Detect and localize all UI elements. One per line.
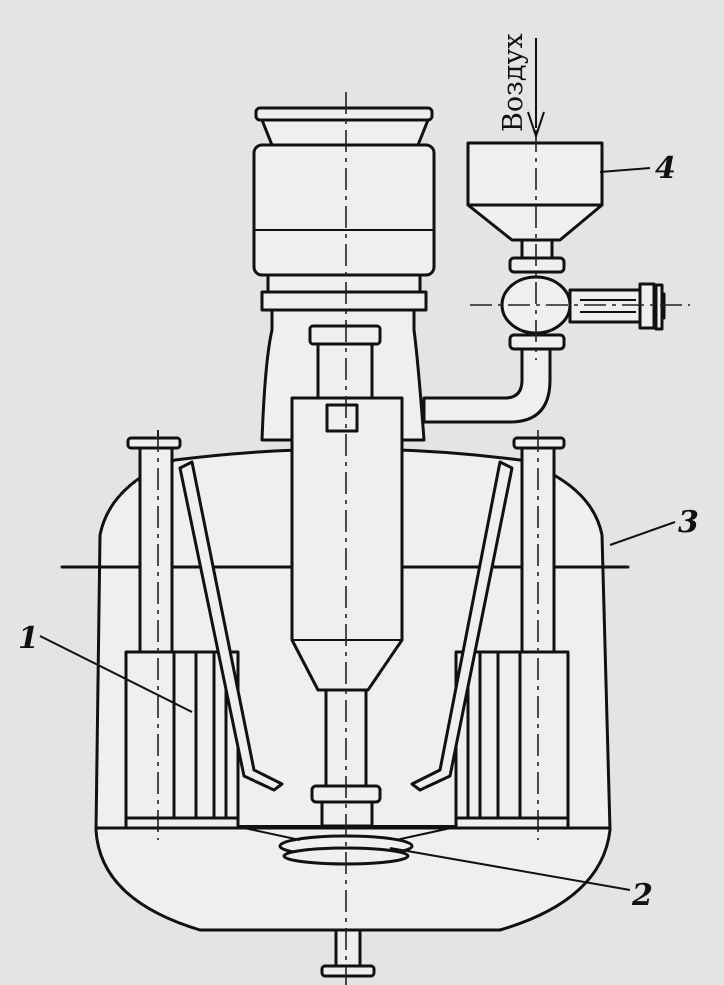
label-1: 1 <box>18 621 39 656</box>
label-2: 2 <box>631 878 653 913</box>
air-inlet-label: Воздух <box>498 33 529 132</box>
air-inlet-arrow <box>527 38 545 140</box>
label-3: 3 <box>678 505 699 540</box>
air-hopper <box>422 141 666 424</box>
leader-lines <box>39 167 676 891</box>
bottom-drain <box>320 928 376 978</box>
tube-bundle-left <box>124 430 284 830</box>
axis-lines <box>157 92 690 985</box>
label-4: 4 <box>655 151 676 186</box>
drive-motor <box>252 106 436 442</box>
